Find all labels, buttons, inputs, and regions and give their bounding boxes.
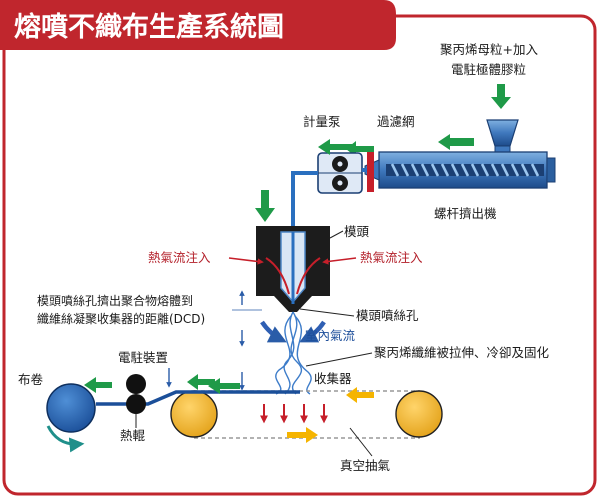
fabric-roll-label: 布卷	[18, 372, 44, 387]
screw-extruder-label: 螺杆擠出機	[434, 206, 497, 221]
belt-forward-arrow	[287, 427, 318, 443]
hot-air-left-label: 熱氣流注入	[148, 250, 211, 265]
web-flow-arrow-3	[84, 377, 112, 393]
fabric-roll	[46, 383, 96, 433]
filter-screen-label: 過濾網	[377, 114, 415, 129]
pump-flow-arrow	[318, 139, 352, 155]
hot-air-right-label: 熱氣流注入	[360, 250, 423, 265]
hot-roller-label: 熱輥	[120, 428, 146, 443]
web-flow-arrow-1	[208, 378, 240, 394]
hot-air-left-arrow	[228, 257, 264, 265]
melt-pipe	[291, 168, 367, 226]
die-inlet-arrow	[255, 190, 275, 222]
metering-pump-label: 計量泵	[303, 114, 341, 129]
winding-direction-arrow	[46, 425, 85, 453]
fiber-stream	[275, 311, 312, 395]
dcd-dimension	[232, 290, 262, 391]
room-air-label: 室內氣流	[305, 328, 356, 343]
page-title: 熔噴不織布生產系統圖	[14, 11, 284, 43]
extruder-flow-arrow	[438, 134, 474, 150]
dcd-label-line2: 纖維絲凝聚收集器的距離(DCD)	[37, 311, 205, 326]
electret-rollers	[126, 374, 146, 414]
die-head	[256, 226, 330, 312]
material-label-line1: 聚丙烯母粒+加入	[440, 42, 538, 57]
collector-roller-left	[170, 390, 218, 438]
vacuum-suction-arrows	[260, 404, 328, 424]
vacuum-label: 真空抽氣	[340, 458, 390, 473]
fiber-process-label: 聚丙烯纖維被拉伸、冷卻及固化	[374, 345, 550, 360]
spinneret-label: 模頭噴絲孔	[356, 308, 419, 323]
filter-screen	[367, 146, 374, 192]
hot-air-right-arrow	[322, 257, 357, 265]
dcd-label-line1: 模頭噴絲孔擠出聚合物熔體到	[37, 293, 193, 308]
material-down-arrow	[491, 84, 511, 109]
die-head-label: 模頭	[344, 224, 370, 239]
metering-pump	[317, 152, 363, 194]
collector-label: 收集器	[314, 371, 352, 386]
material-label-line2: 電駐極體膠粒	[451, 62, 526, 77]
collector-roller-right	[395, 390, 443, 438]
web-flow-arrow-2	[187, 374, 215, 390]
electret-device-label: 電駐裝置	[118, 350, 168, 365]
room-air-arrows	[260, 320, 326, 343]
screw-extruder	[364, 151, 556, 189]
nonwoven-web	[96, 390, 300, 406]
title-banner	[0, 0, 396, 50]
belt-return-arrow	[346, 387, 374, 403]
